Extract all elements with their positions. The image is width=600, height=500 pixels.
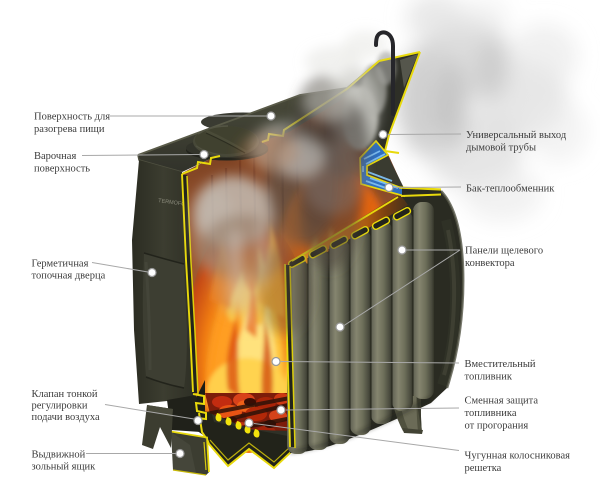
- svg-text:Панели щелевого: Панели щелевого: [465, 246, 543, 257]
- svg-text:Бак-теплообменник: Бак-теплообменник: [466, 184, 555, 195]
- svg-text:конвектора: конвектора: [465, 258, 515, 269]
- svg-text:подачи воздуха: подачи воздуха: [32, 412, 100, 423]
- svg-text:дымовой трубы: дымовой трубы: [466, 143, 536, 154]
- svg-text:поверхность: поверхность: [34, 164, 90, 175]
- svg-text:топливник: топливник: [465, 372, 513, 383]
- svg-text:топливника: топливника: [465, 408, 517, 419]
- svg-text:Универсальный выход: Универсальный выход: [466, 130, 567, 141]
- svg-text:Поверхность для: Поверхность для: [34, 112, 110, 123]
- svg-text:регулировки: регулировки: [32, 401, 88, 412]
- svg-text:Выдвижной: Выдвижной: [32, 450, 86, 461]
- svg-text:Чугунная колосниковая: Чугунная колосниковая: [465, 451, 571, 462]
- svg-text:разогрева пищи: разогрева пищи: [34, 124, 105, 135]
- svg-text:Варочная: Варочная: [34, 151, 76, 162]
- svg-text:Вместительный: Вместительный: [465, 359, 536, 370]
- svg-text:решетка: решетка: [465, 463, 502, 474]
- svg-text:TERMOFOR: TERMOFOR: [158, 198, 190, 208]
- svg-text:Клапан тонкой: Клапан тонкой: [32, 389, 98, 400]
- svg-text:топочная дверца: топочная дверца: [32, 271, 106, 282]
- svg-text:Герметичная: Герметичная: [32, 259, 89, 270]
- svg-text:от прогорания: от прогорания: [465, 421, 529, 432]
- svg-text:зольный ящик: зольный ящик: [32, 462, 97, 473]
- svg-text:Сменная защита: Сменная защита: [465, 396, 539, 407]
